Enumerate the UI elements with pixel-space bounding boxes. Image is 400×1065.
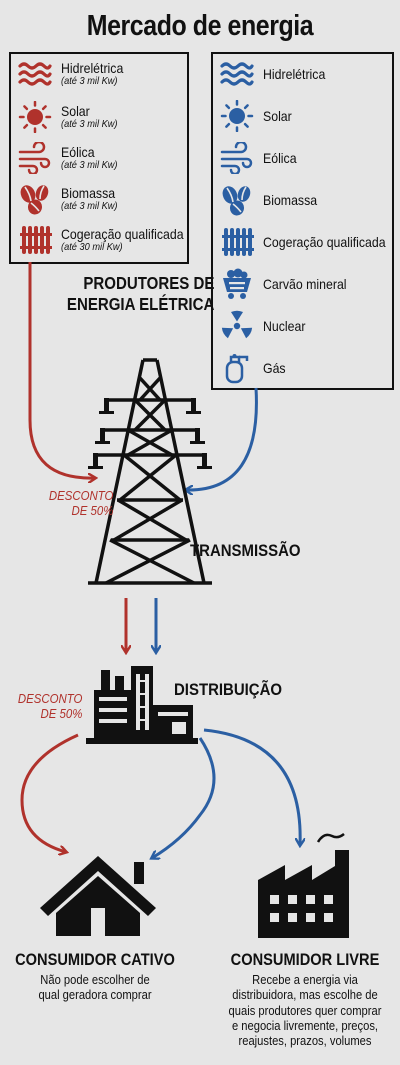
list-item: Hidrelétrica(até 3 mil Kw) [17,60,132,88]
transmission-discount-line1: DESCONTO [48,488,113,503]
producers-label: PRODUTORES DE ENERGIA ELÉTRICA [63,273,214,315]
beans-icon [20,185,49,215]
distribution-label: DISTRIBUIÇÃO [174,680,283,699]
waves-icon [220,62,254,86]
item-name: Eólica [61,144,95,161]
radiation-icon [221,310,253,339]
item-name: Solar [263,107,292,124]
producers-label-line1: PRODUTORES DE [83,273,215,293]
waves-icon [18,62,52,86]
small-producers-box: Hidrelétrica(até 3 mil Kw) Solar(até 3 m… [9,52,189,264]
free-consumer-title: CONSUMIDOR LIVRE [230,950,380,969]
list-item: Hidrelétrica [219,60,334,88]
item-limit: (até 30 mil Kw) [61,240,123,253]
list-item: Eólica [219,142,301,174]
item-limit: (até 3 mil Kw) [61,74,118,87]
factory-icon [258,833,349,938]
house-icon [40,856,156,936]
radiator-icon [20,226,52,254]
factory-windows [270,895,333,922]
list-item: Eólica(até 3 mil Kw) [17,142,125,174]
transmission-tower-icon [88,358,212,585]
distribution-discount-line1: DESCONTO [17,691,82,706]
list-item: Cogeração qualificada [219,226,400,258]
mine-cart-icon [223,268,251,299]
item-name: Cogeração qualificada [263,233,386,250]
transmission-label: TRANSMISSÃO [190,541,301,560]
item-name: Carvão mineral [263,275,347,292]
captive-consumer-title: CONSUMIDOR CATIVO [15,950,175,969]
list-item: Biomassa [219,184,324,216]
captive-consumer-description: Não pode escolher de qual geradora compr… [13,972,176,1003]
item-name: Cogeração qualificada [61,226,184,243]
beans-icon [222,186,251,216]
sun-icon [220,100,254,132]
item-limit: (até 3 mil Kw) [61,117,118,130]
item-limit: (até 3 mil Kw) [61,158,118,171]
transmission-discount-line2: DE 50% [71,502,113,518]
list-item: Gás [219,352,289,384]
sun-icon [18,101,52,133]
wind-icon [18,142,51,174]
list-item: Nuclear [219,310,311,342]
distribution-building-icon [86,666,198,744]
blue-arrow-to-captive [152,737,216,858]
captive-consumer-desc-line1: Não pode escolher de [40,972,150,987]
captive-consumer-desc-line2: qual geradora comprar [38,987,152,1003]
free-consumer-desc-line4: e negocia livremente, preços, [231,1017,379,1033]
list-item: Solar [219,100,296,132]
wind-icon [220,142,253,174]
blue-arrow-to-free [203,728,300,845]
item-name: Eólica [263,149,297,166]
radiator-icon [222,228,254,256]
item-name: Hidrelétrica [61,60,124,77]
item-name: Gás [263,359,286,376]
free-consumer-desc-line2: distribuidora, mas escolhe de [232,987,378,1003]
distribution-discount-line2: DE 50% [40,705,82,721]
distribution-discount: DESCONTO DE 50% [17,691,82,721]
gas-cylinder-icon [225,354,249,384]
free-consumer-desc-line1: Recebe a energia via [252,972,358,987]
list-item: Cogeração qualificada(até 30 mil Kw) [17,224,200,256]
list-item: Biomassa(até 3 mil Kw) [17,183,125,215]
producers-label-line2: ENERGIA ELÉTRICA [66,294,215,314]
page-title: Mercado de energia [86,10,314,42]
free-consumer-desc-line3: quais produtores quer comprar [228,1002,382,1018]
item-name: Biomassa [263,191,318,208]
insulator-icons [88,398,212,469]
red-arrow-to-transmission [28,262,95,478]
item-name: Biomassa [61,185,116,202]
house-door [91,908,105,936]
item-name: Solar [61,103,90,120]
free-consumer-desc-line5: reajustes, prazos, volumes [238,1033,372,1049]
item-limit: (até 3 mil Kw) [61,199,118,212]
list-item: Carvão mineral [219,268,358,300]
item-name: Hidrelétrica [263,65,326,82]
all-producers-box: Hidrelétrica Solar Eólica [211,52,394,390]
red-arrow-to-captive [20,733,79,852]
item-name: Nuclear [263,317,306,334]
free-consumer-description: Recebe a energia via distribuidora, mas … [215,972,396,1049]
list-item: Solar(até 3 mil Kw) [17,101,125,133]
transmission-discount: DESCONTO DE 50% [48,488,113,518]
blue-arrow-to-transmission [186,387,258,490]
